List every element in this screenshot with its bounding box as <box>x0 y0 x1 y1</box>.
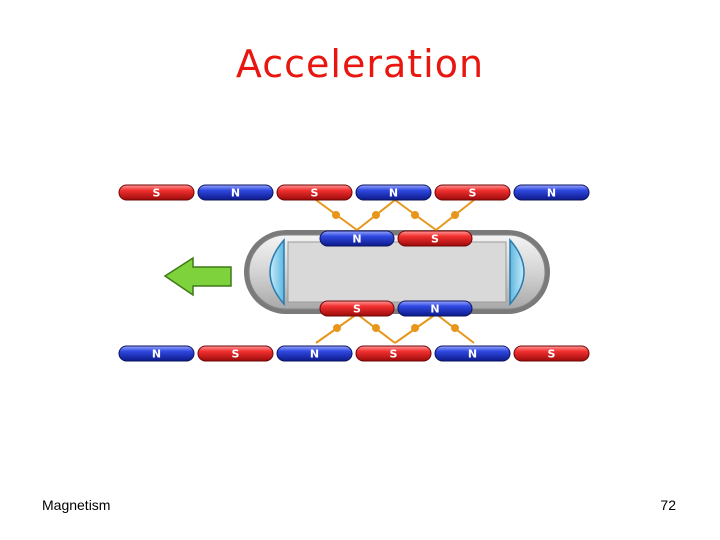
track-magnet-north: N <box>355 184 432 201</box>
track-magnet-north: N <box>513 184 590 201</box>
track-magnet-south: S <box>276 184 353 201</box>
pole-label: S <box>353 303 361 316</box>
slide-title: Acceleration <box>235 42 485 86</box>
pole-label: S <box>431 233 439 246</box>
pole-label: S <box>390 348 398 361</box>
train-magnet-south: S <box>397 230 473 247</box>
pole-label: S <box>548 348 556 361</box>
pole-label: N <box>310 348 319 361</box>
pole-label: S <box>153 187 161 200</box>
pole-label: S <box>232 348 240 361</box>
track-magnet-north: N <box>197 184 274 201</box>
train-window-left <box>269 238 285 306</box>
track-magnet-south: S <box>434 184 511 201</box>
track-magnet-north: N <box>276 345 353 362</box>
pole-label: N <box>468 348 477 361</box>
pole-label: N <box>547 187 556 200</box>
pole-label: N <box>231 187 240 200</box>
pole-label: N <box>430 303 439 316</box>
pole-label: N <box>352 233 361 246</box>
footer-topic: Magnetism <box>42 497 111 513</box>
pole-label: S <box>469 187 477 200</box>
force-lines <box>315 199 475 344</box>
train-body <box>244 230 550 314</box>
track-magnet-south: S <box>118 184 195 201</box>
track-magnet-north: N <box>118 345 195 362</box>
track-magnet-north: N <box>434 345 511 362</box>
pole-label: N <box>389 187 398 200</box>
direction-arrow <box>163 256 232 297</box>
train-magnet-north: N <box>397 300 473 317</box>
track-magnet-south: S <box>513 345 590 362</box>
train-window-right <box>509 238 525 306</box>
track-magnet-south: S <box>355 345 432 362</box>
pole-label: N <box>152 348 161 361</box>
pole-label: S <box>311 187 319 200</box>
track-magnet-south: S <box>197 345 274 362</box>
train-magnet-south: S <box>319 300 395 317</box>
train-magnet-north: N <box>319 230 395 247</box>
page-number: 72 <box>660 497 676 513</box>
